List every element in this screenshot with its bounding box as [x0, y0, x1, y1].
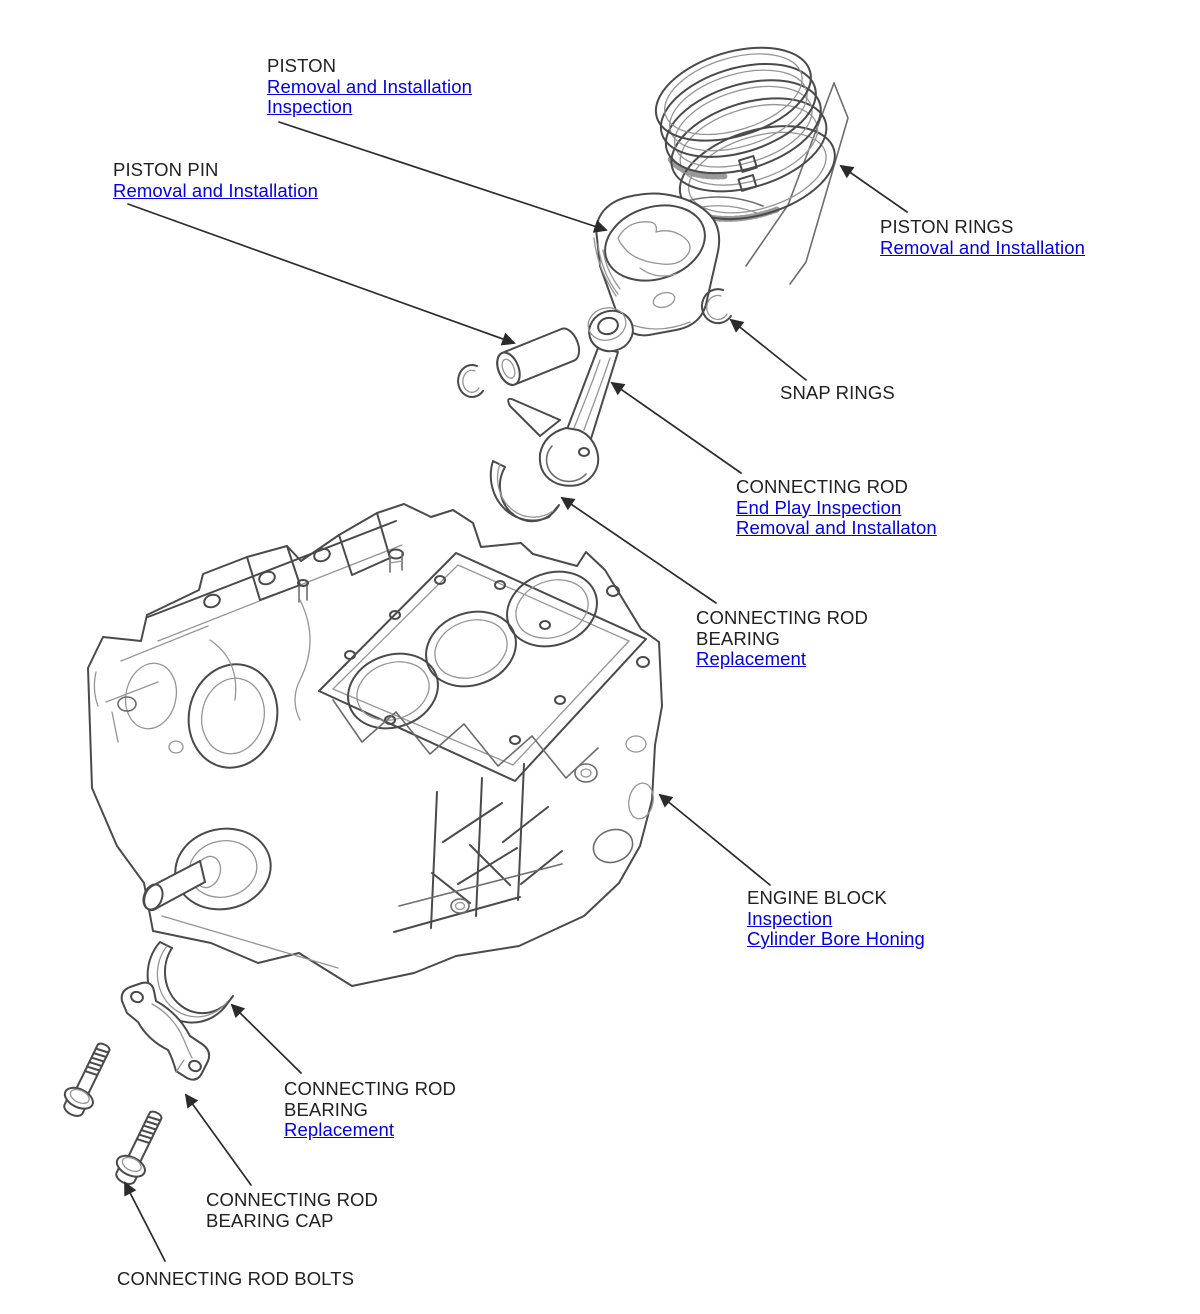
piston-pin-label-group: PISTON PIN Removal and Installation: [113, 159, 353, 201]
engine-block-label-group: ENGINE BLOCK Inspection Cylinder Bore Ho…: [747, 887, 977, 950]
piston-removal-installation-link[interactable]: Removal and Installation: [267, 75, 472, 97]
arrow-to-piston-pin: [127, 203, 516, 346]
leader-arrows: [124, 121, 908, 1262]
arrow-to-piston-rings: [839, 164, 908, 213]
piston-rings-label: PISTON RINGS: [880, 216, 1014, 237]
piston-drawing: [593, 192, 721, 337]
arrow-to-engine-block: [658, 793, 771, 886]
piston-rings-label-group: PISTON RINGS Removal and Installation: [880, 216, 1120, 258]
bearing-cap-drawing: [120, 981, 211, 1081]
connecting-rod-drawing: [507, 307, 634, 487]
piston-label: PISTON: [267, 55, 337, 76]
rod-bearing-upper-replacement-link[interactable]: Replacement: [696, 648, 807, 669]
rings-guide-band: [745, 82, 849, 285]
crankshaft-snout: [142, 827, 272, 912]
engine-block-drawing: [87, 503, 663, 987]
snap-rings-label: SNAP RINGS: [780, 382, 895, 403]
engine-block-cylinder-bore-honing-link[interactable]: Cylinder Bore Honing: [747, 928, 925, 949]
rod-bearing-lower-label: CONNECTING ROD BEARING: [284, 1078, 457, 1120]
piston-label-group: PISTON Removal and Installation Inspecti…: [267, 55, 497, 118]
connecting-rod-label: CONNECTING ROD: [736, 476, 909, 497]
arrow-to-rod-bearing-lower: [230, 1003, 302, 1074]
piston-rings-removal-installation-link[interactable]: Removal and Installation: [880, 236, 1085, 258]
rod-bearing-lower-label-group: CONNECTING ROD BEARING Replacement: [284, 1078, 494, 1141]
arrow-to-connecting-rod: [610, 381, 742, 474]
arrow-to-snap-rings: [729, 318, 807, 381]
rod-bearing-upper-label: CONNECTING ROD BEARING: [696, 607, 869, 649]
arrow-to-rod-bolts: [124, 1181, 166, 1262]
snap-ring-lower-drawing: [457, 363, 484, 398]
connecting-rod-end-play-inspection-link[interactable]: End Play Inspection: [736, 496, 902, 518]
arrow-to-rod-bearing-upper: [560, 496, 717, 604]
connecting-rod-removal-installation-link[interactable]: Removal and Installaton: [736, 517, 937, 538]
bearing-cap-label-group: CONNECTING ROD BEARING CAP: [206, 1189, 416, 1231]
arrow-to-bearing-cap: [184, 1093, 252, 1186]
bearing-cap-label: CONNECTING ROD BEARING CAP: [206, 1189, 379, 1231]
rod-bearing-lower-replacement-link[interactable]: Replacement: [284, 1119, 395, 1140]
rod-bolts-label-group: CONNECTING ROD BOLTS: [117, 1268, 417, 1290]
piston-pin-label: PISTON PIN: [113, 159, 219, 180]
snap-rings-label-group: SNAP RINGS: [780, 382, 950, 404]
connecting-rod-label-group: CONNECTING ROD End Play Inspection Remov…: [736, 476, 956, 539]
engine-block-label: ENGINE BLOCK: [747, 887, 887, 908]
piston-pin-removal-installation-link[interactable]: Removal and Installation: [113, 179, 318, 201]
piston-inspection-link[interactable]: Inspection: [267, 96, 353, 117]
piston-pin-drawing: [496, 327, 581, 386]
rod-bolts-label: CONNECTING ROD BOLTS: [117, 1268, 355, 1289]
rod-bearing-upper-label-group: CONNECTING ROD BEARING Replacement: [696, 607, 906, 670]
rod-bolt-2-drawing: [115, 1110, 163, 1185]
arrow-to-piston: [278, 121, 608, 233]
engine-block-inspection-link[interactable]: Inspection: [747, 907, 833, 929]
snap-ring-upper-drawing: [701, 288, 732, 325]
deck-stud-bolts: [297, 548, 404, 603]
rod-bearing-upper-drawing: [489, 460, 560, 523]
rod-bolt-1-drawing: [63, 1042, 111, 1117]
